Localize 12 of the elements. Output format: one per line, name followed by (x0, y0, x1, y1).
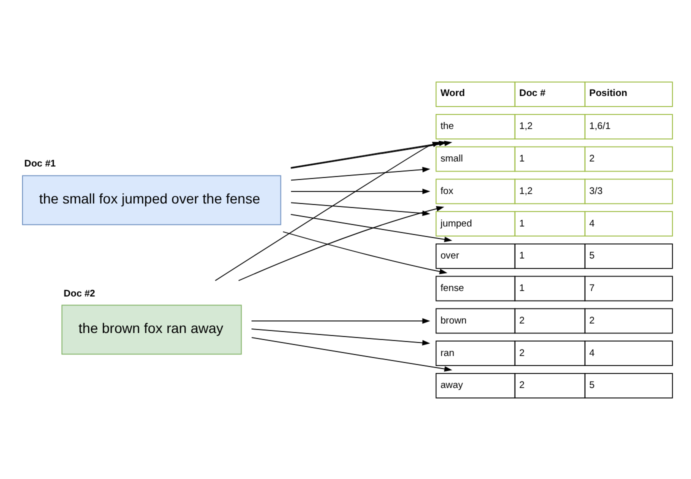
arrow (290, 214, 452, 242)
arrow (282, 230, 448, 274)
arrow (290, 166, 430, 180)
node-label: Doc #2 (64, 288, 96, 299)
arrow (251, 328, 430, 346)
arrow (251, 318, 430, 324)
arrow (238, 206, 444, 281)
arrow (214, 141, 440, 280)
arrow (290, 188, 430, 194)
node-label: Doc #1 (24, 158, 56, 170)
arrow (290, 202, 430, 216)
arrow (251, 336, 452, 372)
